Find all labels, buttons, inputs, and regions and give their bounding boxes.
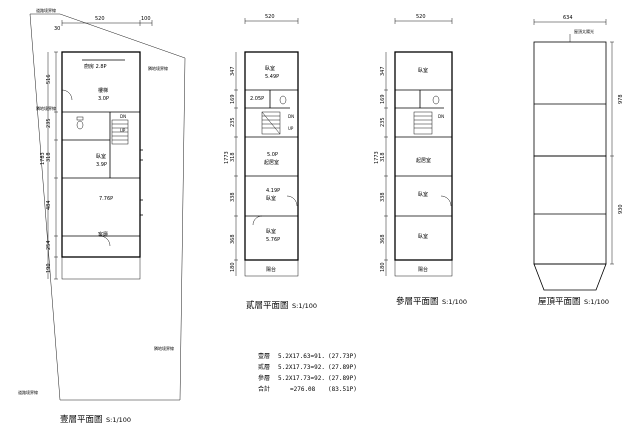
3f-room-bed2: 臥室 [418,191,428,198]
2f-dim-d: 318 [230,152,236,162]
1f-dim-a: 516 [46,74,52,84]
2f-tag-up: UP [288,126,294,131]
1f-tag-dn: DN [120,114,126,119]
roof-dim-lower: 930 [618,204,624,214]
2f-scale: S:1/100 [292,302,317,310]
2f-room-living-area: 5.0P [267,152,278,158]
3f-dim-c: 235 [380,117,386,127]
3f-dim-a: 347 [380,66,386,76]
2f-room-bath-area: 2.05P [250,96,264,102]
plan-roof: 634 978 930 屋頂太陽光 屋頂平面圖 S:1/100 [533,15,624,307]
area-total-2f: (27.89P) [328,364,357,371]
3f-room-living: 起居室 [416,157,431,164]
area-total-3f: (27.89P) [328,375,357,382]
1f-dim-width: 520 [95,16,105,22]
2f-room-bed1: 臥室 [265,65,275,72]
roof-dim-width: 634 [563,15,573,21]
2f-dim-e: 338 [230,192,236,202]
1f-tag-adj-bottom: 隣地境界線 [154,345,174,351]
1f-dim-e: 254 [46,240,52,250]
area-formula-3f: 5.2X17.73=92. [278,375,325,382]
1f-room-kitchen: 廚房 2.8P [84,63,107,70]
1f-title: 壹層平面圖 [60,414,103,425]
area-total-1f: (27.73P) [328,353,357,360]
2f-room-living: 起居室 [264,159,279,166]
2f-title: 貳層平面圖 [246,300,289,311]
3f-room-bed1: 臥室 [418,67,428,74]
3f-dim-f: 368 [380,234,386,244]
3f-dim-g: 180 [380,262,386,272]
roof-eave [533,263,607,291]
1f-dim-right: 100 [141,16,151,22]
1f-tag-adj-right: 隣地境界線 [148,65,168,71]
1f-dim-d: 484 [46,200,52,210]
3f-tag-dn: DN [438,114,444,119]
3f-building-outline [394,51,453,261]
3f-balcony [394,259,453,277]
area-label-total: 合計 [258,385,270,393]
1f-scale: S:1/100 [106,416,131,424]
3f-scale: S:1/100 [442,298,467,306]
1f-room-living-area: 7.76P [99,196,113,202]
2f-dim-c: 235 [230,117,236,127]
3f-dim-width: 520 [416,14,426,20]
area-formula-total: =276.08 [290,386,316,393]
1f-tag-up: UP [120,128,126,133]
1f-room-bed: 臥室 [96,153,106,160]
3f-room-bed3: 臥室 [418,233,428,240]
3f-dim-d: 318 [380,152,386,162]
2f-room-bed3-area: 5.76P [266,237,280,243]
1f-dim-total: 1783 [40,152,46,165]
area-formula-2f: 5.2X17.73=92. [278,364,325,371]
plan-1f: 520 100 30 516 235 318 484 254 190 1783 … [18,7,186,425]
2f-balcony [244,259,299,277]
3f-room-balcony: 陽台 [418,266,428,273]
area-label-1f: 壹層 [258,352,270,360]
roof-upper-panel [533,41,607,157]
1f-room-stair: 樓梯 [98,87,108,94]
area-label-2f: 貳層 [258,363,270,371]
2f-room-bed2-area: 4.19P [266,188,280,194]
1f-porch [61,256,141,280]
3f-dim-total: 1773 [374,151,380,164]
2f-room-bed1-area: 5.49P [265,74,279,80]
2f-dim-b: 169 [230,94,236,104]
2f-room-balcony: 陽台 [266,266,276,273]
roof-lower-panel [533,155,607,265]
1f-room-stair-area: 3.0P [98,96,109,102]
1f-dim-c: 318 [46,152,52,162]
3f-title: 參層平面圖 [396,296,439,307]
1f-dim-f: 190 [46,263,52,273]
roof-title: 屋頂平面圖 [538,297,581,307]
1f-dim-b: 235 [46,118,52,128]
area-formula-1f: 5.2X17.63=91. [278,353,325,360]
area-label-3f: 參層 [258,374,270,382]
1f-dim-offset: 30 [54,26,60,32]
roof-scale: S:1/100 [584,298,609,306]
1f-room-living: 客廳 [98,231,108,238]
3f-dim-e: 338 [380,192,386,202]
lot-boundary-left [29,13,61,401]
2f-room-bed3: 臥室 [266,228,276,235]
2f-tag-dn: DN [288,114,294,119]
roof-dim-upper: 978 [618,94,624,104]
roof-tag-solar: 屋頂太陽光 [574,28,594,34]
plan-3f: 520 347 169 235 318 338 368 180 1773 臥室 … [374,14,467,307]
2f-dim-total: 1773 [224,151,230,164]
area-total-sum: (83.51P) [328,386,357,393]
1f-room-bed-area: 3.9P [96,162,107,168]
1f-tag-adj-left: 隣地境界線 [36,105,56,111]
area-table: 壹層 5.2X17.63=91. (27.73P) 貳層 5.2X17.73=9… [258,352,357,393]
1f-tag-road-bottom: 道路境界線 [18,389,38,395]
2f-dim-a: 347 [230,66,236,76]
1f-tag-road-top: 道路境界線 [36,7,56,13]
2f-dim-g: 180 [230,262,236,272]
3f-dim-b: 169 [380,94,386,104]
2f-dim-width: 520 [265,14,275,20]
plan-2f: 520 347 169 235 318 338 368 180 1773 臥室 … [224,14,317,311]
2f-dim-f: 368 [230,234,236,244]
2f-room-bed2: 臥室 [266,195,276,202]
lot-boundary [30,13,186,401]
